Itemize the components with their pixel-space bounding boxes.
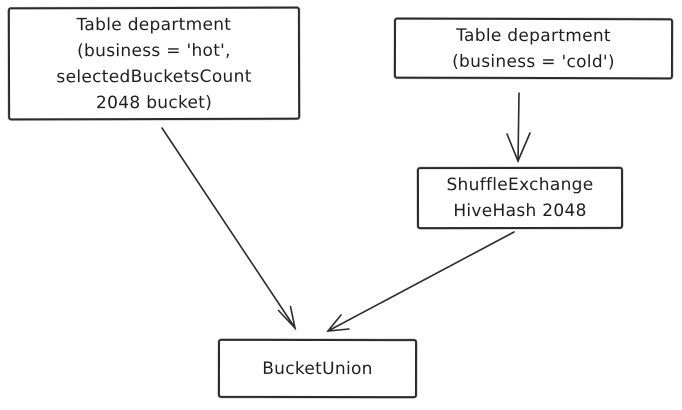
node-bucket-union: BucketUnion	[217, 338, 418, 399]
arrowhead-icon	[506, 132, 531, 164]
edge-table-cold-to-shuffle-exchange	[506, 92, 531, 164]
node-label-line: (business = 'cold')	[452, 51, 615, 72]
edge-shuffle-exchange-to-bucket-union	[326, 231, 515, 332]
arrowhead-icon	[277, 305, 297, 331]
node-label-line: Table department	[456, 25, 611, 46]
node-label-line: ShuffleExchange	[446, 174, 594, 196]
node-table-department-hot: Table department (business = 'hot', sele…	[7, 6, 301, 121]
node-label-line: 2048 bucket)	[95, 92, 213, 113]
node-label-line: Table department	[76, 14, 232, 35]
arrowhead-icon	[326, 314, 350, 332]
node-table-department-cold: Table department (business = 'cold')	[393, 17, 674, 80]
edge-table-hot-to-bucket-union	[161, 127, 297, 331]
node-label-line: BucketUnion	[262, 358, 373, 379]
edge-line	[517, 92, 520, 162]
edge-line	[161, 127, 296, 329]
node-label-line: (business = 'hot',	[77, 40, 231, 61]
node-shuffle-exchange: ShuffleExchange HiveHash 2048	[416, 166, 624, 230]
edge-line	[327, 231, 515, 332]
node-label-line: HiveHash 2048	[453, 200, 587, 222]
node-label-line: selectedBucketsCount	[56, 66, 252, 87]
